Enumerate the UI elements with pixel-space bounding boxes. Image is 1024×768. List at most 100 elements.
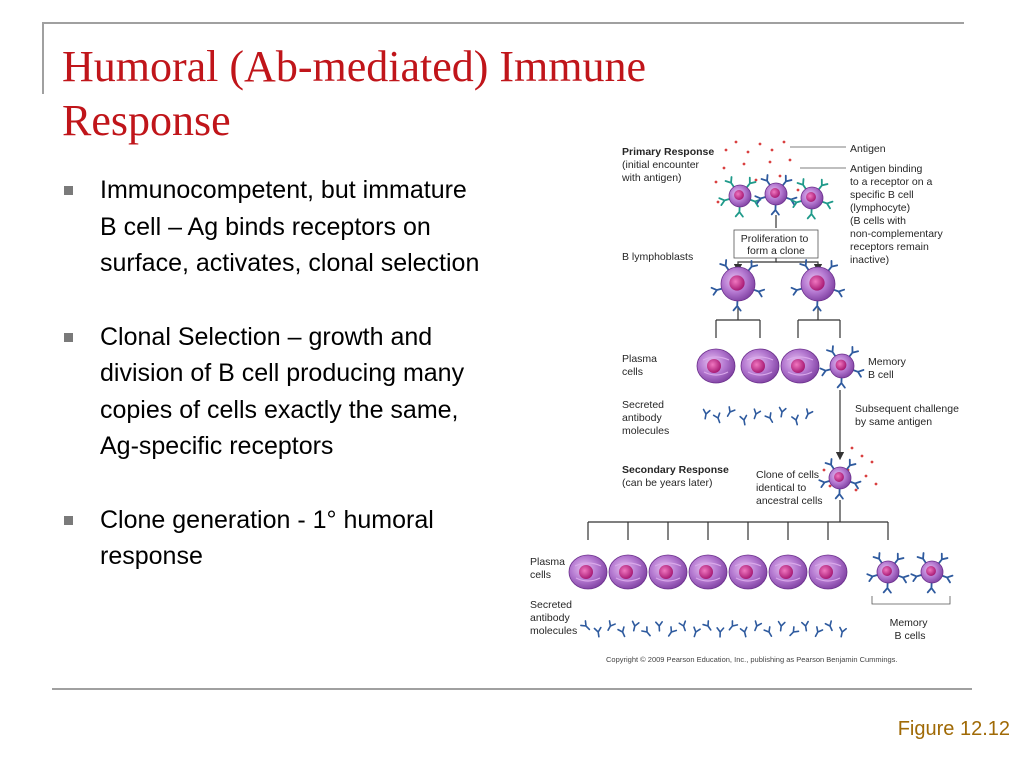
antibody-stroke (641, 626, 651, 637)
antibody-stroke (805, 408, 814, 420)
antibody-stroke (790, 286, 803, 296)
antibody-icon (821, 200, 834, 210)
antibody-icon (893, 552, 905, 565)
antibody-stroke (882, 581, 892, 594)
nucleus-icon (770, 188, 780, 198)
antibody-icon (752, 288, 766, 298)
antibody-icon (728, 620, 739, 631)
label-line: Secreted (622, 399, 664, 411)
square-bullet-icon (64, 186, 73, 195)
antigen-binding-label: Antigen binding to a receptor on a speci… (850, 163, 946, 266)
antigen-icon (722, 166, 726, 170)
nucleus-icon (819, 565, 833, 579)
label-line: Plasma (622, 353, 657, 365)
nucleus-icon (791, 359, 805, 373)
arrow (797, 306, 841, 338)
antibody-stroke (834, 487, 844, 500)
nucleus-icon (619, 565, 633, 579)
antibody-icon (739, 626, 748, 638)
antibody-icon (845, 458, 857, 471)
antibody-icon (941, 574, 954, 584)
antibody-icon (882, 581, 892, 594)
antibody-icon (732, 299, 742, 312)
antibody-stroke (827, 260, 839, 272)
secondary-response-label: Secondary Response (can be years later) (622, 464, 732, 489)
label-line: Primary Response (622, 146, 714, 158)
antibody-icon (667, 626, 678, 637)
antibody-icon (580, 620, 591, 631)
memory-bracket (871, 596, 951, 605)
antibody-icon (834, 487, 844, 500)
antibody-icon (781, 174, 793, 187)
antibody-icon (791, 414, 799, 426)
antigen-icon (854, 488, 858, 492)
label-line: Plasma (530, 556, 565, 568)
nucleus-icon (707, 359, 721, 373)
antibody-stroke (617, 626, 626, 638)
nucleus-icon (926, 566, 936, 576)
antibody-stroke (728, 620, 739, 631)
antibody-icon (753, 408, 762, 420)
antibody-stroke (760, 174, 771, 187)
antigen-icon (746, 150, 750, 154)
antibody-icon (716, 627, 725, 638)
bullet-item: Clone generation - 1° humoral response (62, 502, 482, 575)
antibody-icon (724, 176, 735, 189)
antibody-stroke (789, 626, 800, 637)
antigen-icon (782, 140, 786, 144)
frame-line-bottom (52, 688, 972, 690)
antibody-stroke (710, 286, 723, 296)
clonal-selection-diagram: Primary Response (initial encounter with… (530, 140, 962, 664)
arrow (733, 258, 777, 273)
er-membrane-icon (786, 356, 814, 376)
bullet-text: Immunocompetent, but immature B cell – A… (100, 176, 480, 277)
antigen-icon (850, 446, 854, 450)
antibody-stroke (926, 581, 936, 594)
er-membrane-icon (654, 562, 682, 582)
arrow (587, 500, 889, 540)
memory-b-cells-label: Memory B cells (890, 617, 931, 642)
antibody-icon (824, 458, 835, 471)
antibody-icon (777, 620, 786, 632)
antigen-label: Antigen (850, 143, 886, 155)
antibody-icon (778, 406, 787, 418)
nucleus-icon (882, 566, 892, 576)
antibody-stroke (747, 260, 759, 272)
antigen-icon (788, 158, 792, 162)
cell-layer (568, 140, 954, 638)
figure-label: Figure 12.12 (897, 718, 1010, 740)
antibody-icon (819, 367, 832, 377)
antibody-stroke (702, 408, 711, 420)
label-line: Clone of cells (756, 469, 819, 481)
antibody-icon (654, 621, 663, 632)
antibody-icon (631, 620, 640, 632)
subsequent-challenge-label: Subsequent challenge by same antigen (855, 403, 962, 428)
label-line: Subsequent challenge (855, 403, 959, 415)
er-membrane-icon (746, 356, 774, 376)
antibody-stroke (716, 627, 725, 638)
antigen-icon (778, 174, 782, 178)
antibody-stroke (832, 288, 846, 298)
antibody-icon (805, 408, 814, 420)
bullet-item: Clonal Selection – growth and division o… (62, 319, 482, 465)
label-line: specific B cell (850, 189, 914, 201)
antibody-stroke (593, 626, 602, 638)
antibody-stroke (872, 552, 883, 565)
antibody-icon (754, 620, 763, 632)
antibody-stroke (770, 203, 780, 216)
antibody-icon (764, 412, 774, 423)
bullet-text: Clonal Selection – growth and division o… (100, 322, 465, 461)
antibody-stroke (724, 176, 735, 189)
antibody-stroke (824, 458, 835, 471)
label-line: inactive) (850, 254, 889, 266)
antigen-icon (870, 460, 874, 464)
antibody-icon (763, 626, 773, 637)
antibody-stroke (734, 205, 744, 218)
antibody-stroke (607, 620, 616, 631)
frame-line-left (42, 22, 44, 94)
antibody-stroke (897, 574, 910, 584)
nucleus-icon (699, 565, 713, 579)
antibody-icon (848, 345, 859, 358)
antibody-icon (897, 574, 910, 584)
antigen-icon (864, 474, 868, 478)
